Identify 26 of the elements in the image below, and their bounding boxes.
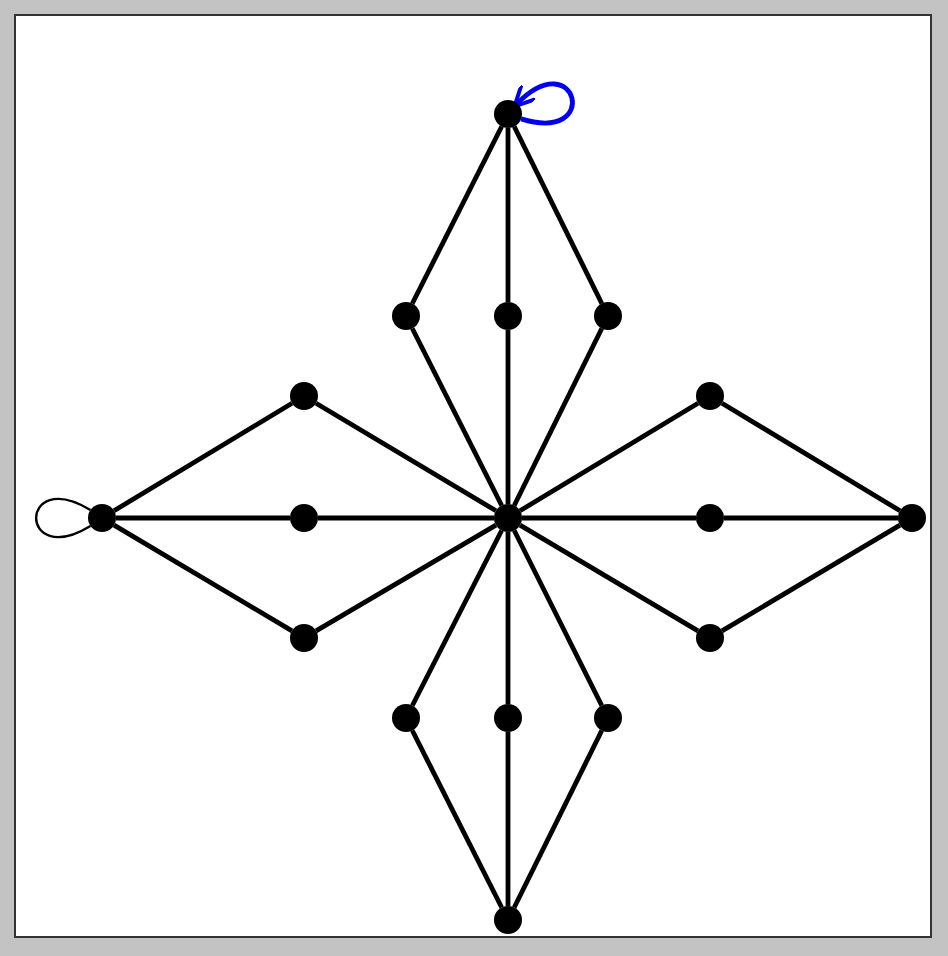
edge-line (505, 732, 511, 906)
edge-line (512, 729, 604, 909)
edge-line (112, 401, 294, 513)
edge-line (314, 523, 498, 633)
edge-line (720, 401, 902, 513)
edge-line (116, 515, 290, 521)
edge-line (410, 729, 504, 909)
loop-edge (512, 81, 575, 126)
edge-line (112, 523, 294, 633)
edge-line (505, 532, 511, 704)
edge-line (410, 327, 504, 507)
loop-edge (35, 497, 91, 539)
edge-line (410, 529, 504, 707)
edge-line (512, 327, 604, 507)
edge-line (518, 401, 700, 513)
edge-line (724, 515, 898, 521)
edge-line (512, 529, 604, 707)
edge-line (720, 523, 902, 633)
edge-line (410, 125, 504, 305)
edge-line (522, 515, 696, 521)
edge-line (512, 125, 604, 305)
edge-line (505, 330, 511, 504)
edge-line (518, 523, 700, 633)
edge-line (314, 401, 498, 513)
edge-line (505, 128, 511, 302)
edge-line (318, 515, 494, 521)
